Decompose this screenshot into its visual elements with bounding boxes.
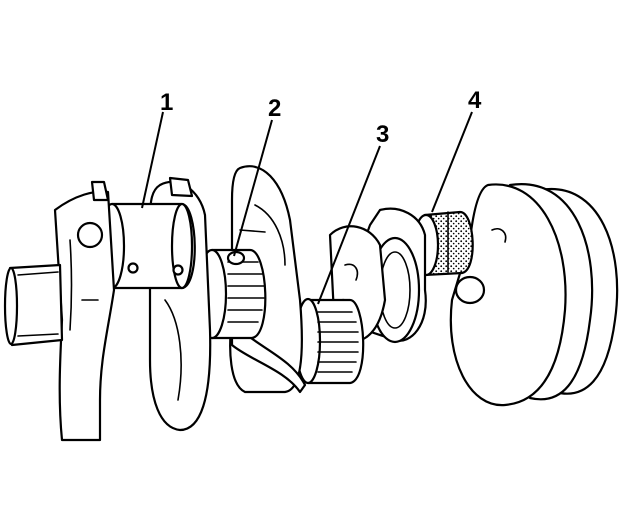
leader-line-4 <box>431 111 473 213</box>
callout-1: 1 <box>141 89 173 209</box>
front-throw <box>53 180 116 442</box>
callout-label-1: 1 <box>160 89 173 116</box>
callout-3: 3 <box>317 121 389 305</box>
callout-label-4: 4 <box>468 87 482 114</box>
journal-1 <box>98 202 196 290</box>
pulley-flange <box>449 183 619 407</box>
nose-shaft <box>3 263 64 347</box>
callout-2: 2 <box>233 95 281 257</box>
journal-2 <box>196 248 267 340</box>
callout-label-2: 2 <box>268 95 281 122</box>
callout-4: 4 <box>431 87 482 213</box>
leader-line-2 <box>233 119 273 257</box>
leader-line-1 <box>141 111 164 209</box>
leader-line-3 <box>317 145 381 305</box>
callout-label-3: 3 <box>376 121 389 148</box>
journal-3 <box>294 297 365 385</box>
